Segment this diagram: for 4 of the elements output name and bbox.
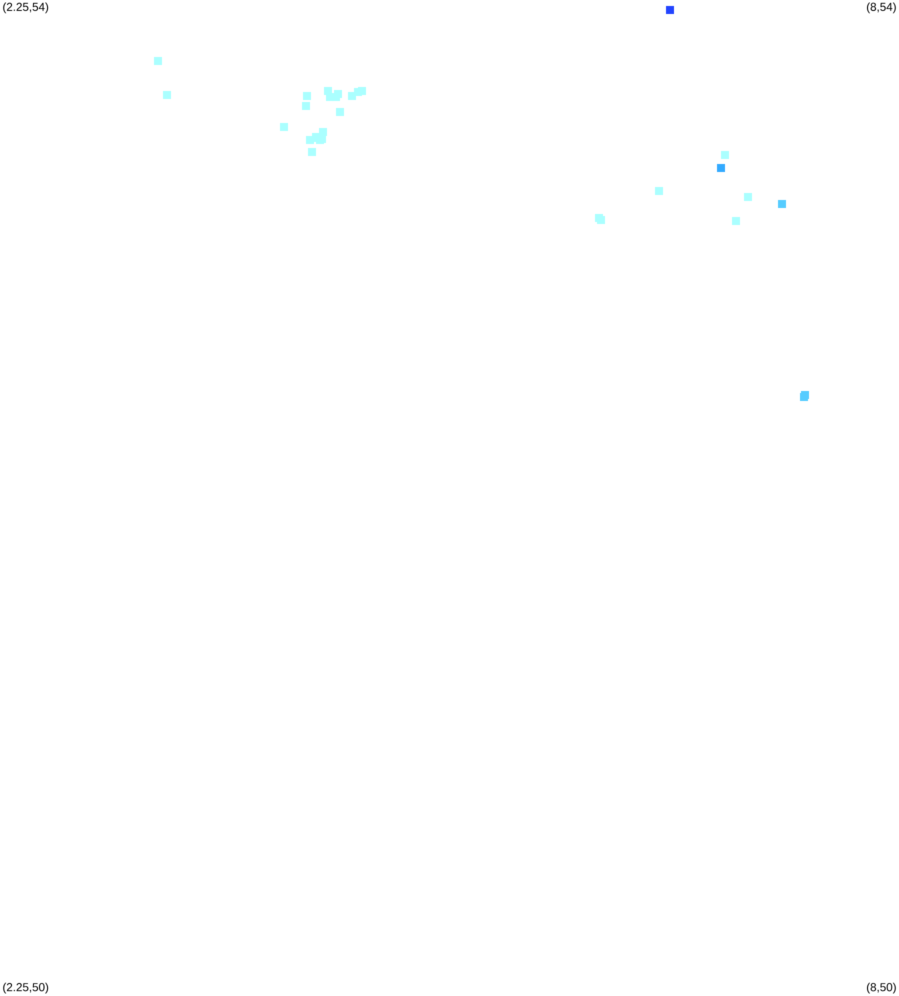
corner-coordinate-label: (8,50)	[866, 982, 896, 994]
corner-coordinate-label: (8,54)	[866, 2, 896, 14]
corner-coordinate-label: (2.25,54)	[3, 2, 48, 14]
corner-coordinate-label: (2.25,50)	[3, 982, 48, 994]
